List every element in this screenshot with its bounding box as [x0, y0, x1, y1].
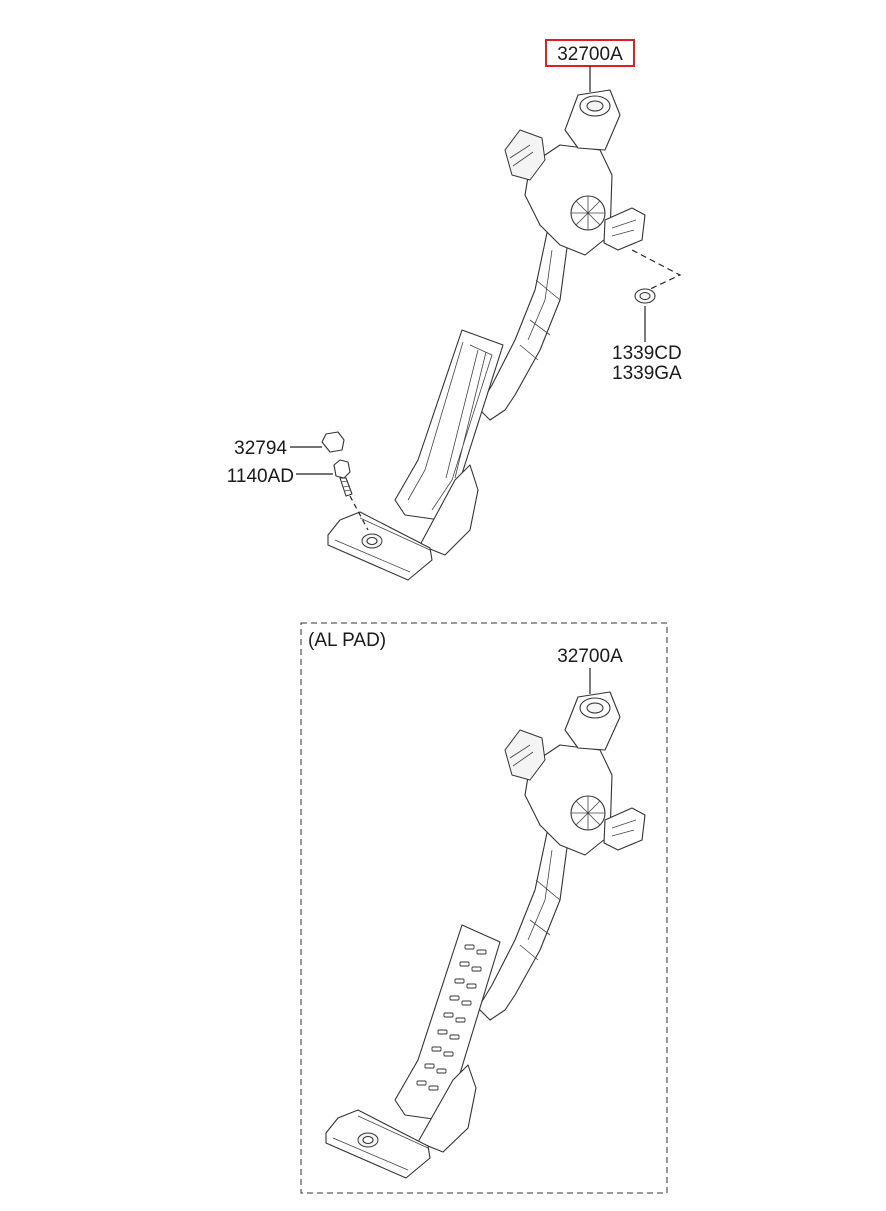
al-pad-part-number: 32700A [557, 646, 623, 667]
flange-nut [631, 249, 682, 342]
al-pad-title: (AL PAD) [308, 630, 386, 651]
mounting-bolt [296, 459, 369, 531]
callout-1339GA: 1339GA [612, 363, 682, 384]
callout-32794: 32794 [234, 438, 287, 459]
part-number-32700A: 32700A [557, 44, 623, 65]
part-label-main[interactable]: 32700A [545, 39, 635, 67]
callout-1339CD: 1339CD [612, 343, 682, 364]
al-pad-slots [416, 944, 487, 1091]
al-pad-frame [300, 622, 668, 1194]
accelerator-pedal-assembly [327, 89, 646, 581]
callout-1140AD: 1140AD [227, 466, 294, 487]
al-pad-pedal-assembly [325, 691, 646, 1179]
stopper-cap [290, 431, 345, 453]
